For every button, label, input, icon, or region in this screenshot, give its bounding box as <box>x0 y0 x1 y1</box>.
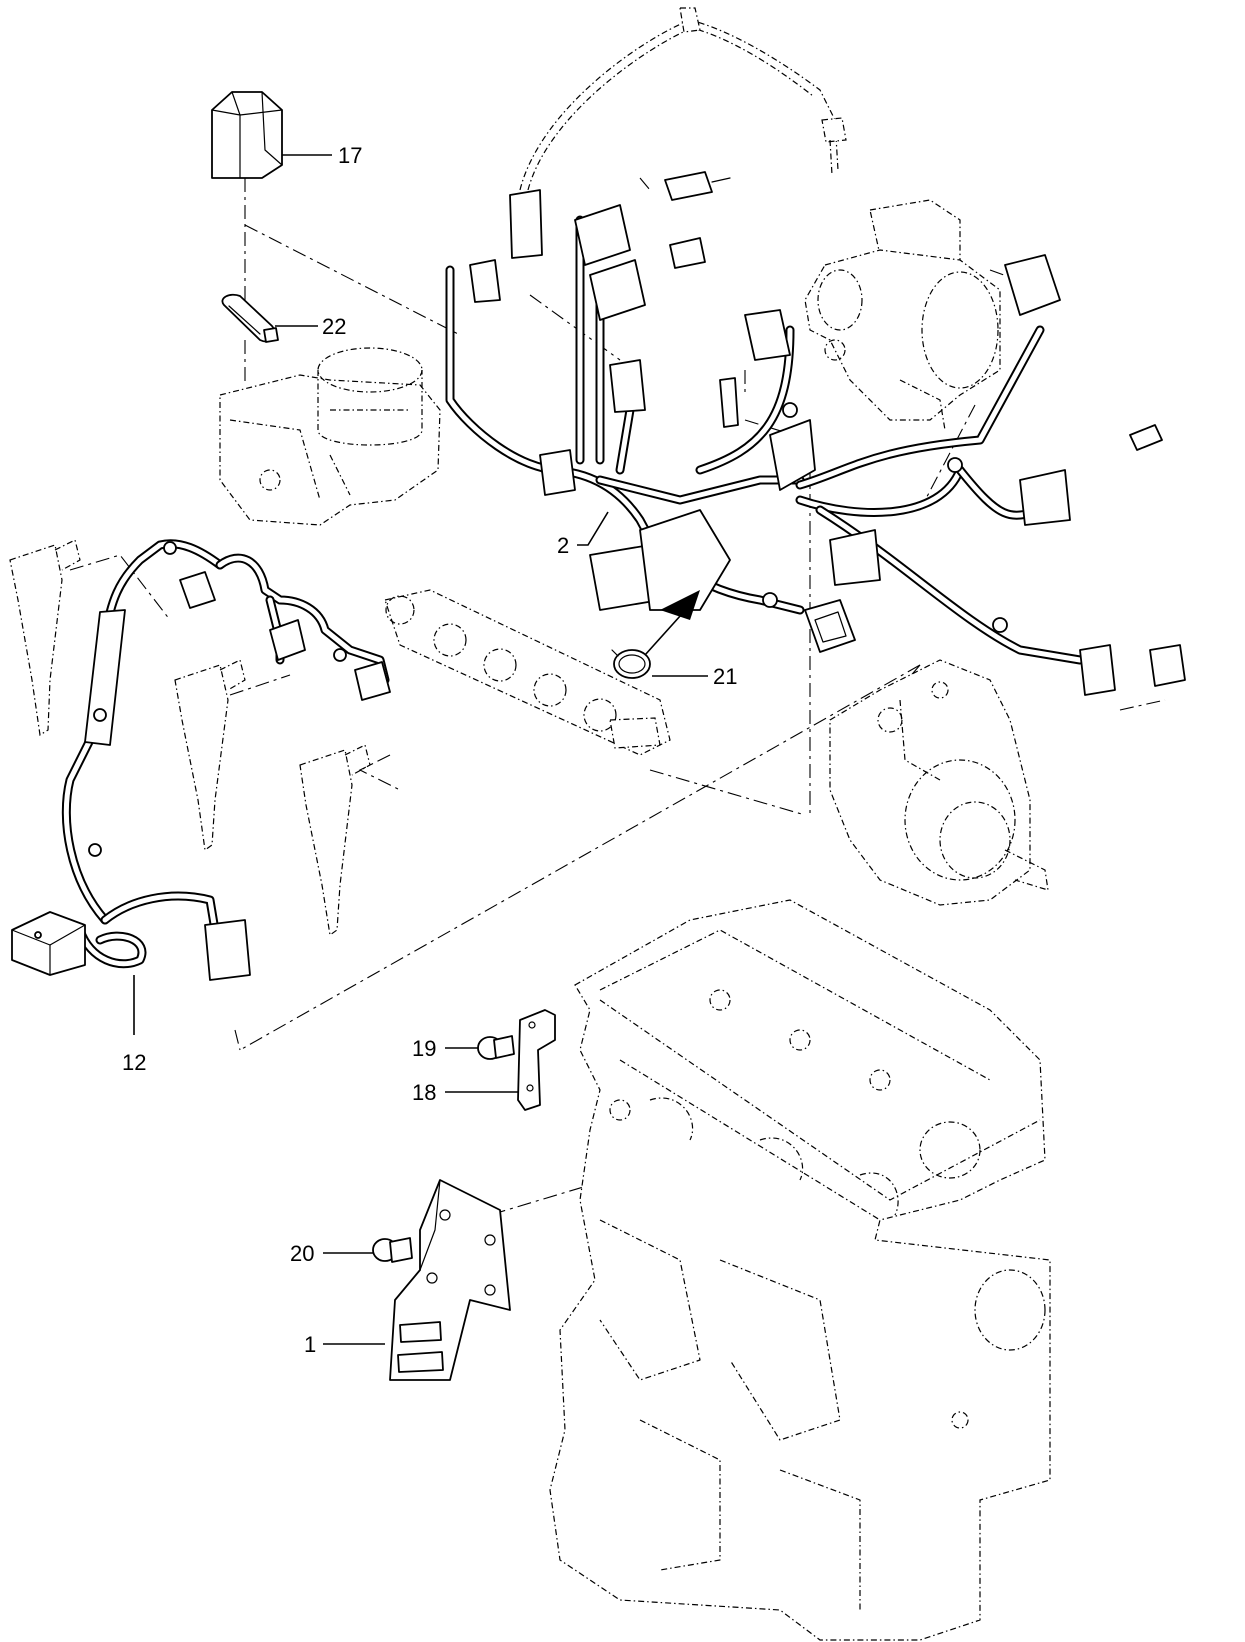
callout-21: 21 <box>713 664 737 689</box>
callout-2: 2 <box>557 533 569 558</box>
callout-12: 12 <box>122 1050 146 1075</box>
callout-leaders <box>133 154 708 1345</box>
callout-labels: 17 22 2 21 12 19 18 20 1 <box>122 143 737 1357</box>
throttle-body-reference <box>219 347 441 526</box>
part-12-injector-harness <box>11 539 391 981</box>
callout-19: 19 <box>412 1036 436 1061</box>
injectors-reference <box>9 539 371 937</box>
part-18-bracket <box>517 1009 556 1111</box>
part-21-clamp <box>611 649 651 679</box>
part-21-pointer-line <box>644 604 691 656</box>
part-22-seal <box>221 293 279 343</box>
callout-17: 17 <box>338 143 362 168</box>
exhaust-sensor-reference <box>519 7 847 191</box>
leader-2 <box>577 511 609 546</box>
part-1-mounting-bracket <box>389 1179 511 1381</box>
part-19-bolt <box>477 1035 515 1060</box>
part-17-connector-cover <box>211 91 283 179</box>
callout-22: 22 <box>322 314 346 339</box>
callout-20: 20 <box>290 1241 314 1266</box>
egr-valve-reference <box>804 199 1001 431</box>
callout-18: 18 <box>412 1080 436 1105</box>
part-21-pointer-arrow <box>660 590 700 620</box>
callout-1: 1 <box>304 1332 316 1357</box>
part-2-engine-harness <box>445 171 1186 696</box>
fuel-pump-reference <box>829 659 1049 906</box>
fuel-rail-reference <box>384 589 671 756</box>
part-20-bolt <box>372 1237 413 1263</box>
engine-block-reference <box>549 899 1051 1641</box>
